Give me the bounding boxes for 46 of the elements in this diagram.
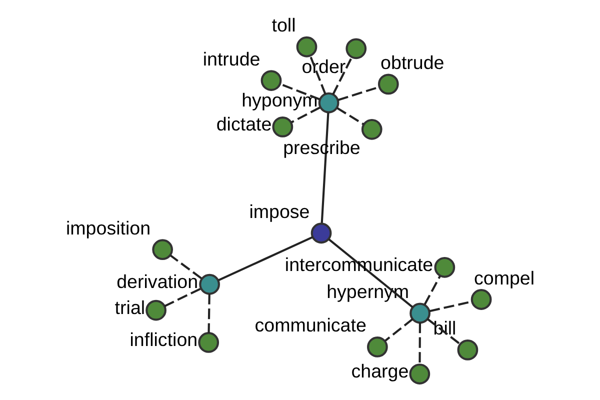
connector (320, 112, 330, 223)
node-circle (318, 92, 340, 114)
node-label: infliction (130, 329, 198, 350)
node-label: trial (114, 296, 146, 318)
node-circle (434, 256, 456, 278)
node-circle (296, 36, 318, 58)
node-label: compel (474, 267, 535, 288)
node-label: toll (272, 14, 296, 36)
node-label: charge (351, 360, 409, 382)
node-circle (409, 364, 430, 384)
node-label: communicate (254, 314, 366, 336)
connector (291, 106, 320, 124)
node-label: dictate (216, 113, 272, 134)
node-label: derivation (116, 270, 198, 292)
node-circle (199, 274, 220, 295)
node-label: hyponym (242, 89, 318, 110)
connector (336, 107, 364, 126)
connector (218, 236, 313, 282)
connector (208, 294, 210, 334)
node-label: impose (249, 200, 310, 222)
connector (280, 83, 320, 100)
node-circle (361, 118, 382, 140)
node-circle (260, 70, 282, 91)
connector (418, 322, 422, 364)
node-circle (457, 340, 478, 360)
connector (170, 254, 202, 280)
node-circle (146, 300, 166, 321)
node-label: imposition (66, 217, 151, 238)
node-circle (470, 289, 492, 310)
connector (164, 288, 201, 308)
node-circle (272, 116, 294, 138)
connector (426, 318, 460, 345)
node-circle (378, 74, 399, 95)
node-label: obtrude (380, 52, 444, 73)
connector (424, 276, 441, 305)
connector (309, 56, 326, 94)
node-circle (310, 222, 332, 244)
node-label: order (302, 56, 346, 78)
node-circle (410, 302, 430, 324)
node-circle (346, 38, 367, 60)
node-label: intrude (202, 48, 260, 70)
node-circle (367, 336, 388, 358)
connector (384, 318, 414, 342)
node-circle (198, 332, 220, 353)
node-circle (152, 239, 174, 260)
connector (332, 57, 353, 95)
